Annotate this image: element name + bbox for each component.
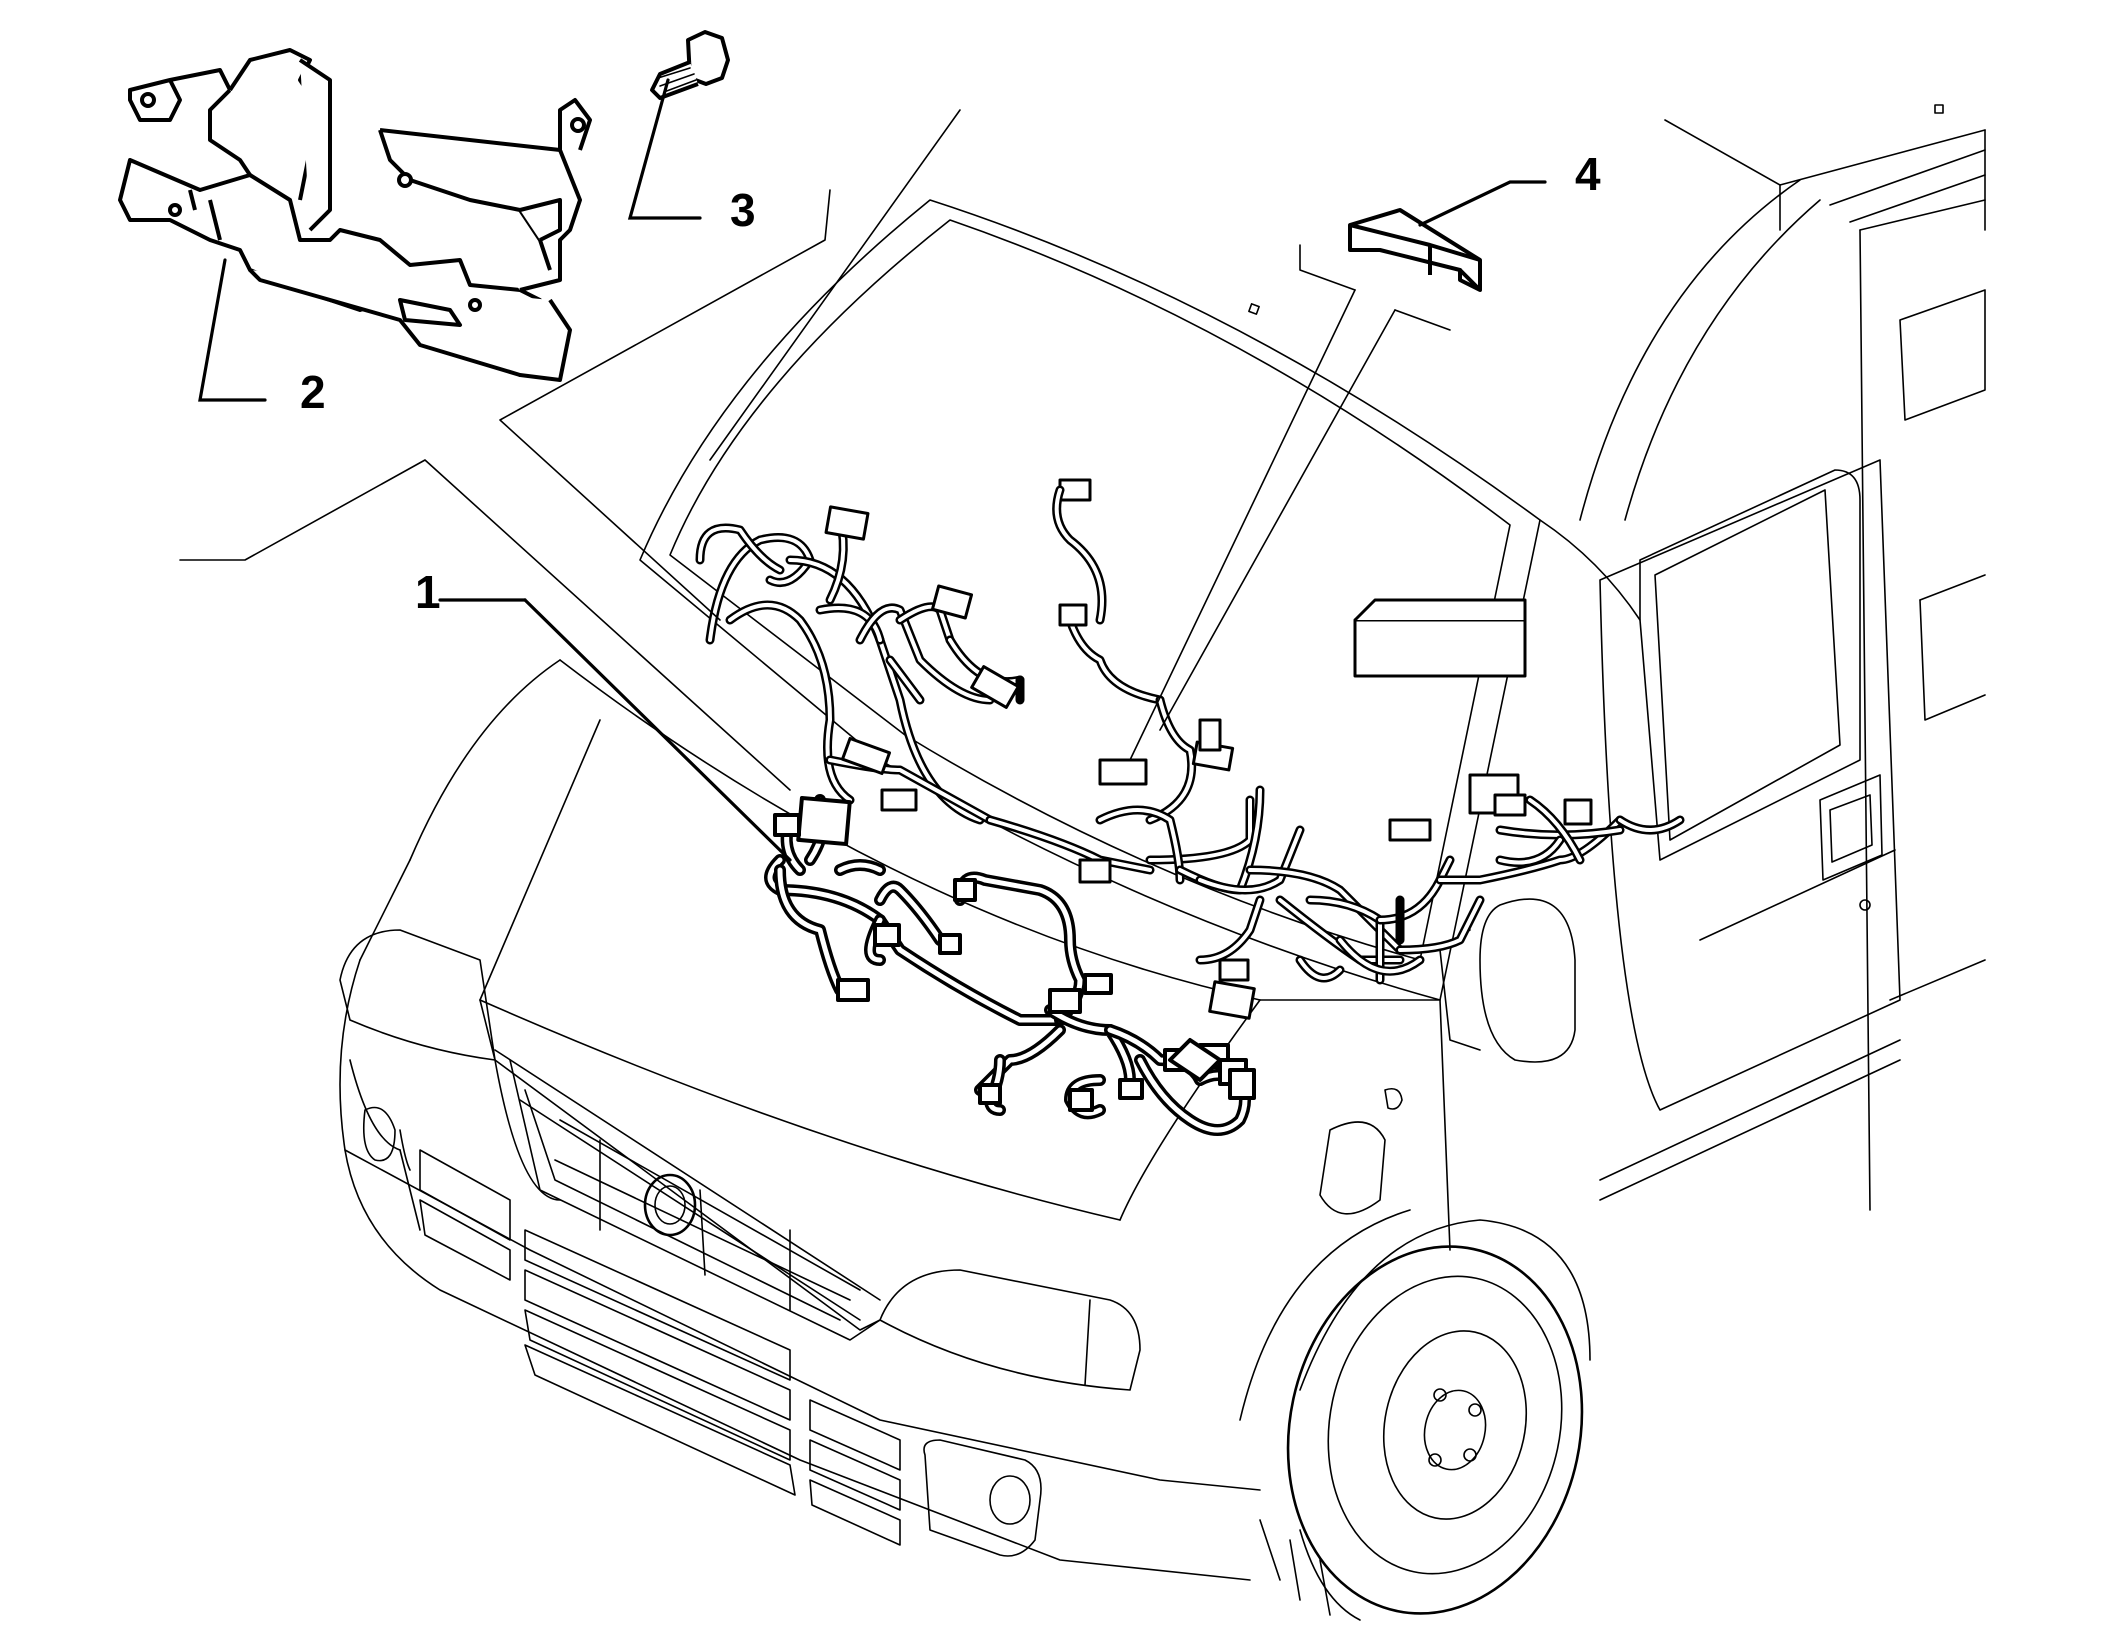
- callout-1: 1: [415, 566, 441, 618]
- cable-clip: [1348, 208, 1482, 292]
- callout-4: 4: [1575, 148, 1601, 200]
- van-body: [339, 119, 1986, 1621]
- leader-lines: [179, 78, 1944, 862]
- engine-bay-wiring: [695, 478, 1685, 1020]
- callout-3: 3: [730, 184, 756, 236]
- callout-labels: 1 2 3 4: [300, 148, 1601, 618]
- wiring-harness: [764, 794, 1256, 1136]
- bolt: [650, 30, 730, 100]
- callout-2: 2: [300, 366, 326, 418]
- mounting-bracket: [118, 48, 592, 382]
